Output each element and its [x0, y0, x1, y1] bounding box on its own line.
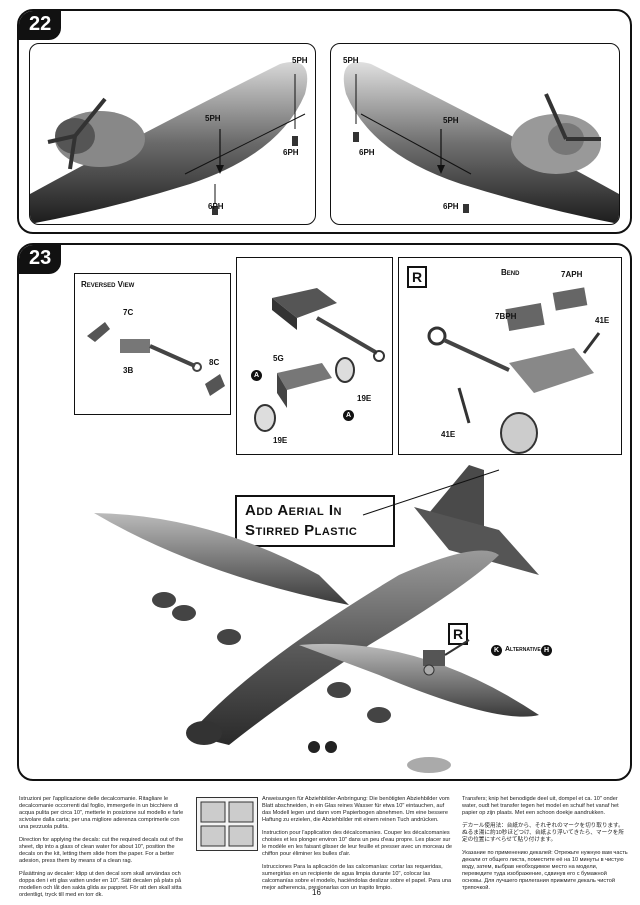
- instructions-col-1: Istruzioni per l'applicazione delle deca…: [19, 796, 189, 905]
- reversed-view-box: Reversed View 7C 3B 8C: [74, 273, 231, 415]
- label-5g: 5G: [273, 354, 284, 363]
- aerial-callout: Add Aerial In Stirred Plastic: [235, 495, 395, 547]
- step-22-panel: 22 5PH 5PH 6PH 6PH: [17, 9, 632, 234]
- instruction-en: Direction for applying the decals: cut t…: [19, 837, 184, 864]
- reversed-view-drawing: [87, 322, 225, 396]
- label-41e-right: 41E: [595, 316, 610, 325]
- r-badge: R: [407, 266, 427, 288]
- instruction-de: Anweisungen für Abziehbilder-Anbringung:…: [262, 796, 450, 823]
- marker-a-right: A: [343, 410, 354, 421]
- step-22-right-view: 5PH 5PH 6PH 6PH: [330, 43, 620, 225]
- instruction-es: Istrucciones Para la aplicación de las c…: [262, 864, 452, 891]
- instruction-jp: デカール使用法：台紙から、それぞれのマークを切り取ります。ぬるま湯に約10秒ほど…: [462, 823, 624, 843]
- marker-a-left: A: [251, 370, 262, 381]
- alternative-r-badge: R: [448, 623, 468, 645]
- instructions-col-2: Anweisungen für Abziehbilder-Anbringung:…: [262, 796, 452, 898]
- label-8c: 8C: [209, 358, 220, 367]
- alternative-label: Alternative: [505, 646, 541, 653]
- label-19e-bottom: 19E: [273, 436, 288, 445]
- label-6ph-right: 6PH: [283, 148, 299, 157]
- label-6ph-left: 6PH: [359, 148, 375, 157]
- page-number: 16: [312, 888, 321, 897]
- instruction-ru: Указание по применению декалей: Отрежьте…: [462, 850, 628, 891]
- label-7bph: 7BPH: [495, 312, 517, 321]
- label-5ph-top: 5PH: [292, 56, 308, 65]
- instruction-sv: Påsättning av decaler: klipp ut den deca…: [19, 871, 182, 898]
- left-wing-drawing: [30, 62, 308, 224]
- cart-detail-drawing: [427, 287, 601, 454]
- cart-assembly-drawing: [254, 288, 385, 432]
- marker-k: K: [491, 645, 502, 656]
- marker-h: H: [541, 645, 552, 656]
- instructions-col-3: Transfers; knip het benodigde deel uit, …: [462, 796, 628, 898]
- reversed-view-title: Reversed View: [81, 280, 135, 289]
- instruction-it: Istruzioni per l'applicazione delle deca…: [19, 796, 184, 830]
- label-6ph-bottom: 6PH: [208, 202, 224, 211]
- instruction-fr: Instruction pour l'application des décal…: [262, 830, 452, 857]
- label-6ph-bottom-right: 6PH: [443, 202, 459, 211]
- label-7c: 7C: [123, 308, 134, 317]
- r-view-box: R Bend 7APH 7BPH 41E 41E: [398, 257, 622, 455]
- step-22-number: 22: [19, 11, 62, 40]
- label-19e-right: 19E: [357, 394, 372, 403]
- label-7aph: 7APH: [561, 270, 583, 279]
- step-23-panel: 23 Reversed View 7C 3B 8C 5G 19E 19E A: [17, 243, 632, 781]
- instruction-nl: Transfers; knip het benodigde deel uit, …: [462, 796, 619, 816]
- label-5ph-mid: 5PH: [205, 114, 221, 123]
- label-5ph-mid-right: 5PH: [443, 116, 459, 125]
- step-22-left-view: 5PH 5PH 6PH 6PH: [29, 43, 316, 225]
- callout-line-2: Stirred Plastic: [245, 522, 358, 539]
- right-wing-drawing: [343, 62, 619, 224]
- assembly-view-box: 5G 19E 19E A A: [236, 257, 393, 455]
- step-23-number: 23: [19, 245, 62, 274]
- decal-illustration: [196, 797, 258, 851]
- decal-hands-icon: [200, 801, 254, 847]
- label-5ph-top-right: 5PH: [343, 56, 359, 65]
- label-3b: 3B: [123, 366, 134, 375]
- label-bend: Bend: [501, 268, 520, 277]
- callout-line-1: Add Aerial In: [245, 502, 342, 519]
- label-41e-left: 41E: [441, 430, 456, 439]
